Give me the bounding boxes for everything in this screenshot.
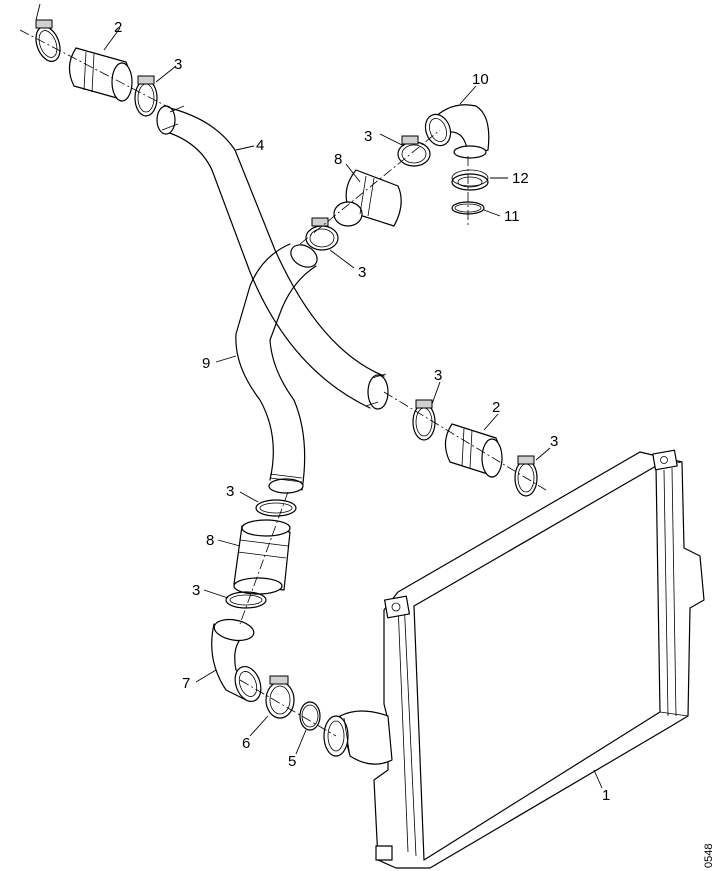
- elbow-10: [424, 104, 490, 159]
- label-part-5: 5: [288, 753, 296, 770]
- hose-clamp-3-a: [35, 19, 61, 62]
- hose-clamp-3-f: [514, 455, 538, 497]
- charge-air-pipe-4: [156, 105, 389, 410]
- hose-clamp-3-d: [305, 217, 339, 251]
- label-part-11: 11: [504, 208, 520, 225]
- label-part-8-lower: 8: [206, 532, 214, 549]
- label-part-3-f: 3: [226, 483, 234, 500]
- hose-clamp-3-g: [255, 499, 297, 517]
- label-part-2-upper: 2: [114, 19, 122, 36]
- intercooler: [323, 449, 705, 869]
- figure-reference-number: 0548: [703, 844, 715, 868]
- label-part-7: 7: [182, 675, 190, 692]
- label-part-3-a: 3: [174, 56, 182, 73]
- label-part-3-c: 3: [358, 264, 366, 281]
- assembly-axis-lines: [19, 29, 547, 737]
- hose-clamp-3-b: [134, 75, 158, 117]
- clamp-6: [265, 675, 295, 719]
- label-part-3-b: 3: [364, 128, 372, 145]
- hose-clamp-3-c: [397, 135, 431, 167]
- callout-labels: 2 3 4 10 3 8 12 11 3 9 3 2 3 3 8 3 7 6 5…: [114, 19, 610, 804]
- seal-ring-5: [299, 701, 321, 731]
- leader-lines: [35, 3, 603, 789]
- label-part-6: 6: [242, 735, 250, 752]
- elbow-pipe-7: [211, 618, 262, 703]
- label-part-3-e: 3: [550, 433, 558, 450]
- clamp-12: [451, 169, 489, 191]
- coupling-2-lower: [444, 423, 503, 478]
- label-part-3-d: 3: [434, 367, 442, 384]
- label-part-3-g: 3: [192, 582, 200, 599]
- label-part-10: 10: [472, 71, 489, 88]
- label-part-1: 1: [602, 787, 610, 804]
- coupling-2-upper: [68, 47, 133, 102]
- label-part-4: 4: [256, 137, 264, 154]
- charge-air-pipe-9: [235, 243, 318, 494]
- label-part-9: 9: [202, 355, 210, 372]
- label-part-12: 12: [512, 170, 529, 187]
- label-part-2-lower: 2: [492, 399, 500, 416]
- coupling-8-upper: [333, 169, 402, 227]
- hose-clamp-3-e: [412, 399, 436, 441]
- hose-clamp-3-h: [225, 591, 267, 609]
- label-part-8-upper: 8: [334, 151, 342, 168]
- coupling-8-lower: [233, 519, 291, 595]
